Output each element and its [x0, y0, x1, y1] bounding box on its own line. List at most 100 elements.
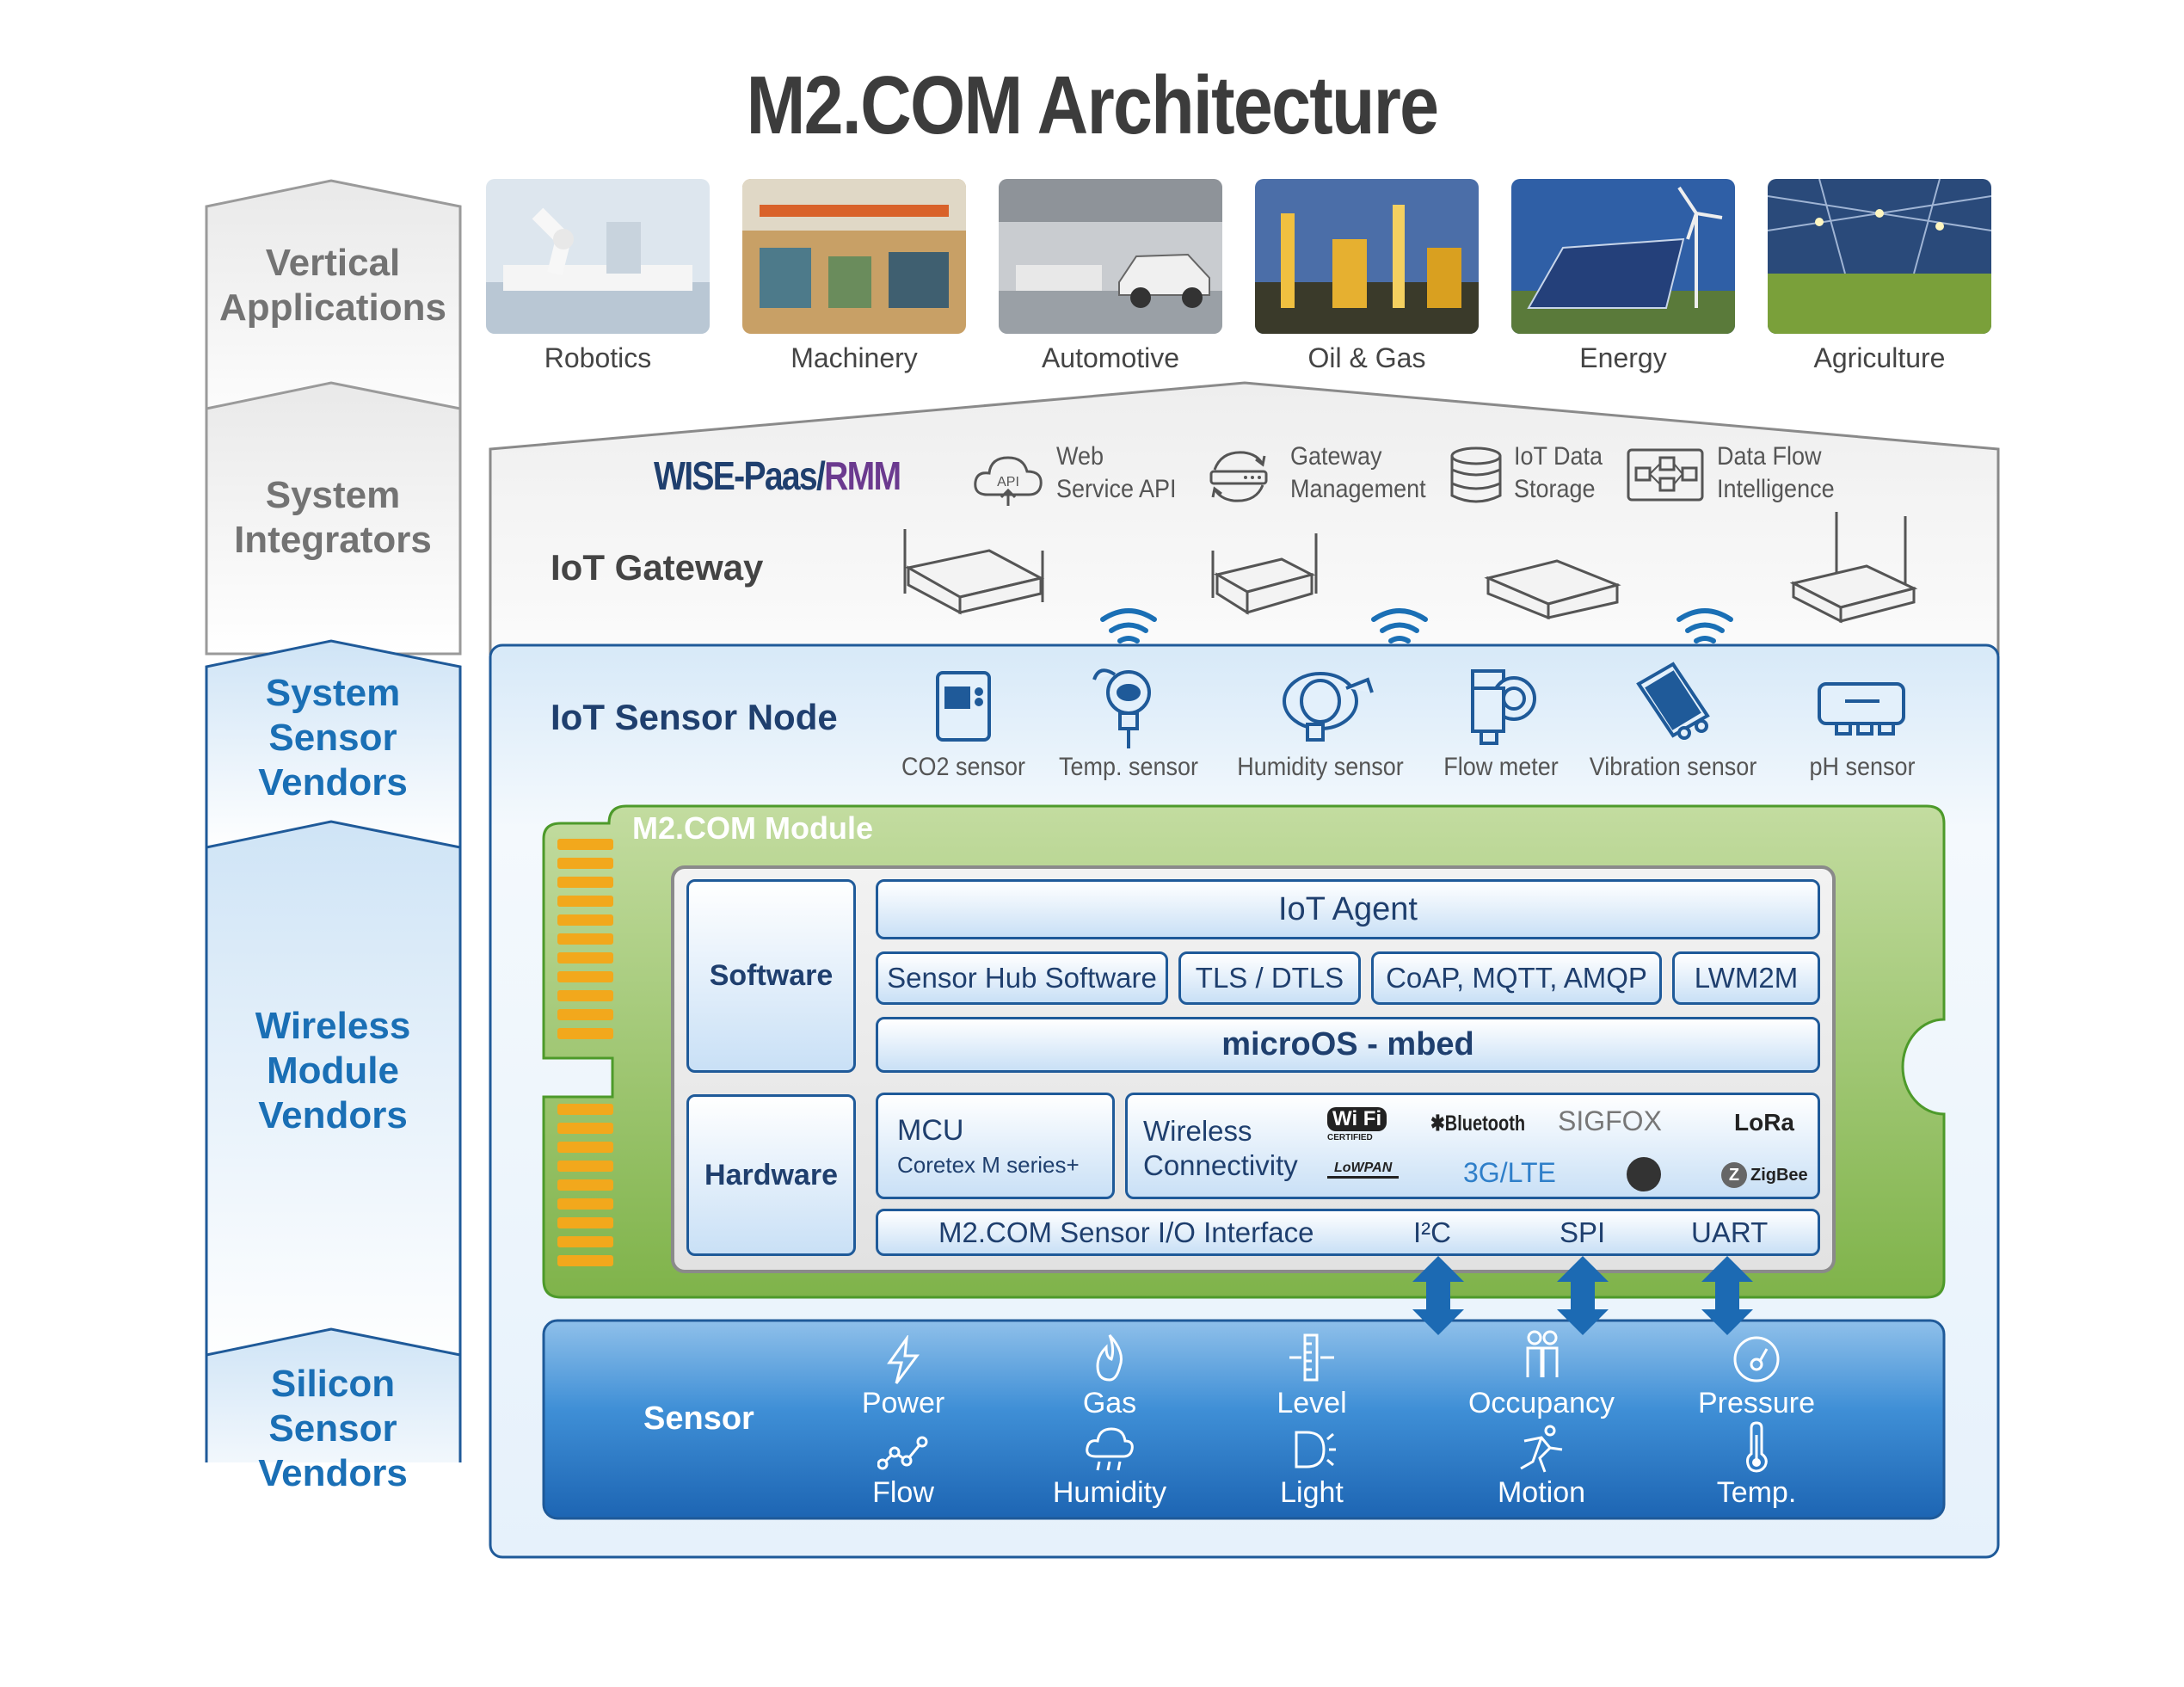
temp-sensor-caption: Temp. sensor — [1058, 753, 1199, 781]
wifi-certified-text: CERTIFIED — [1327, 1133, 1373, 1142]
level-icon — [1289, 1333, 1334, 1382]
temp-label: Temp. — [1716, 1476, 1797, 1509]
mcu-title: MCU — [897, 1114, 964, 1147]
vibration-sensor-icon — [1636, 662, 1710, 740]
mcu-box: MCU Coretex M series+ — [876, 1093, 1115, 1199]
hardware-box: Hardware — [686, 1094, 856, 1256]
iot-data-storage-label: IoT Data Storage — [1514, 442, 1603, 503]
energy-photo — [1511, 179, 1735, 334]
page-title: M2.COM Architecture — [746, 59, 1439, 151]
lwm2m-label: LWM2M — [1694, 962, 1799, 994]
sigfox-logo: SIGFOX — [1558, 1105, 1662, 1136]
coap-mqtt-amqp-box: CoAP, MQTT, AMQP — [1371, 951, 1662, 1005]
side-label-silicon-sensor-vendors: Silicon Sensor Vendors — [258, 1363, 408, 1494]
humidity-cloud-icon — [1086, 1427, 1134, 1471]
iot-agent-label: IoT Agent — [1278, 890, 1418, 927]
thread-logo-icon — [1627, 1157, 1661, 1191]
side-chevron-system-sensor — [205, 639, 462, 853]
module-pins — [557, 839, 613, 1266]
iot-sensor-node-label: IoT Sensor Node — [551, 697, 838, 737]
database-icon — [1450, 446, 1502, 503]
cloud-api-icon: API — [974, 456, 1043, 506]
co2-sensor-icon — [936, 671, 991, 742]
microos-box: microOS - mbed — [876, 1017, 1820, 1073]
side-label-system-integrators: System Integrators — [234, 474, 432, 561]
ph-sensor-caption: pH sensor — [1809, 753, 1916, 781]
gateway-device-1 — [903, 529, 1045, 615]
uart-label: UART — [1691, 1216, 1769, 1248]
vertical-caption-oil-gas: Oil & Gas — [1307, 342, 1426, 373]
zigbee-text: ZigBee — [1750, 1166, 1808, 1185]
sensor-hub-software-box: Sensor Hub Software — [876, 951, 1168, 1005]
gateway-management-icon — [1209, 451, 1268, 502]
flow-label: Flow — [872, 1476, 934, 1509]
6lowpan-logo: LoWPAN — [1327, 1161, 1400, 1179]
side-label-system-sensor-vendors: System Sensor Vendors — [258, 672, 408, 803]
flow-icon — [877, 1436, 928, 1470]
rmm-text: RMM — [824, 453, 901, 498]
io-arrows — [1412, 1256, 1753, 1335]
vertical-caption-agriculture: Agriculture — [1813, 342, 1946, 373]
coap-mqtt-amqp-label: CoAP, MQTT, AMQP — [1386, 962, 1647, 994]
robotics-photo — [486, 179, 710, 334]
vertical-caption-robotics: Robotics — [544, 342, 652, 373]
gas-flame-icon — [1096, 1333, 1123, 1382]
i2c-label: I²C — [1413, 1216, 1451, 1248]
light-label: Light — [1280, 1476, 1344, 1509]
wireless-connectivity-box: Wireless Connectivity Wi Fi CERTIFIED ✱B… — [1125, 1093, 1820, 1199]
m2com-module-label: M2.COM Module — [632, 810, 873, 846]
sensor-io-interface-box: M2.COM Sensor I/O Interface I²C SPI UART — [876, 1209, 1820, 1256]
vertical-caption-energy: Energy — [1579, 342, 1667, 373]
occupancy-label: Occupancy — [1467, 1387, 1615, 1419]
gateway-panel — [489, 381, 2000, 656]
pressure-gauge-icon — [1733, 1336, 1780, 1382]
wifi-logo: Wi Fi — [1327, 1107, 1387, 1131]
humidity-label: Humidity — [1052, 1476, 1167, 1509]
side-chevron-integrators — [205, 381, 462, 656]
web-service-api-label: Web Service API — [1056, 442, 1177, 503]
microos-label: microOS - mbed — [1221, 1026, 1474, 1062]
automotive-photo — [999, 179, 1222, 334]
oil-gas-photo — [1255, 179, 1479, 334]
sensor-bar — [542, 1319, 1946, 1520]
flow-chart-icon — [1627, 448, 1704, 502]
api-text: API — [997, 475, 1019, 489]
mcu-subtitle: Coretex M series+ — [897, 1152, 1080, 1178]
bluetooth-logo: ✱Bluetooth — [1430, 1111, 1526, 1136]
tls-dtls-box: TLS / DTLS — [1178, 951, 1361, 1005]
level-label: Level — [1277, 1387, 1347, 1419]
pressure-label: Pressure — [1697, 1387, 1816, 1419]
side-label-vertical-applications: Vertical Applications — [218, 242, 447, 329]
iot-agent-box: IoT Agent — [876, 879, 1820, 939]
motion-label: Motion — [1497, 1476, 1586, 1509]
machinery-photo — [742, 179, 966, 334]
humidity-sensor-icon — [1283, 672, 1374, 742]
gas-label: Gas — [1082, 1387, 1137, 1419]
power-label: Power — [861, 1387, 945, 1419]
wise-paas-text: WISE-Paas/ — [654, 453, 826, 498]
3g-lte-logo: 3G/LTE — [1463, 1157, 1556, 1188]
motion-icon — [1520, 1425, 1563, 1473]
spi-label: SPI — [1560, 1216, 1606, 1248]
side-chevron-vertical — [205, 179, 462, 449]
sensor-layer-label: Sensor — [643, 1401, 754, 1437]
wifi-signal-icons — [1100, 608, 1733, 643]
wise-paas-rmm-logo: WISE-Paas/RMM — [654, 453, 901, 499]
sensor-hub-software-label: Sensor Hub Software — [887, 962, 1157, 994]
temp-sensor-icon — [1092, 668, 1151, 748]
power-icon — [887, 1335, 920, 1384]
vibration-sensor-caption: Vibration sensor — [1589, 753, 1757, 781]
lwm2m-box: LWM2M — [1672, 951, 1820, 1005]
side-chevron-wireless — [205, 820, 462, 1370]
humidity-sensor-caption: Humidity sensor — [1237, 753, 1404, 781]
software-box: Software — [686, 879, 856, 1073]
co2-sensor-caption: CO2 sensor — [901, 753, 1026, 781]
hardware-label: Hardware — [704, 1158, 838, 1191]
wireless-connectivity-label: Wireless Connectivity — [1143, 1115, 1298, 1181]
data-flow-intelligence-label: Data Flow Intelligence — [1717, 442, 1835, 503]
tls-dtls-label: TLS / DTLS — [1195, 962, 1344, 994]
ph-sensor-icon — [1818, 682, 1905, 736]
bluetooth-text: Bluetooth — [1444, 1111, 1526, 1136]
flow-meter-icon — [1471, 669, 1536, 745]
agriculture-photo — [1768, 179, 1991, 334]
